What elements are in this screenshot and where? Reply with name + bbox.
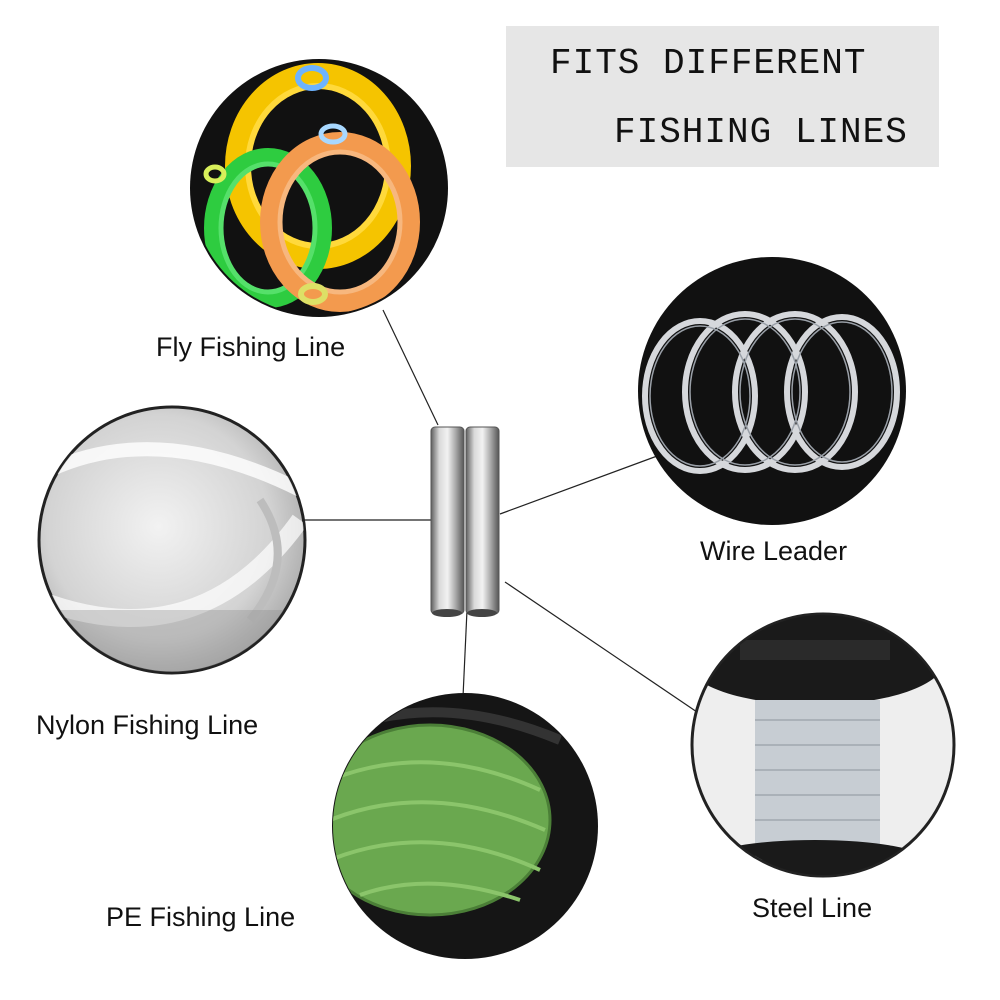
tube-left [430, 426, 465, 615]
label-wire-leader: Wire Leader [700, 536, 848, 566]
tube-right [465, 426, 500, 615]
title-line-2: FISHING LINES [614, 112, 908, 153]
nylon-fishing-line-image [37, 405, 307, 675]
label-nylon-fishing-line: Nylon Fishing Line [36, 710, 259, 740]
title-banner: FITS DIFFERENT FISHING LINES [506, 26, 939, 167]
connector-pe [462, 609, 468, 698]
label-steel-line: Steel Line [752, 893, 873, 923]
connector-steel [504, 581, 698, 713]
wire-leader-image [638, 257, 906, 525]
connector-wire [499, 451, 669, 515]
label-pe-fishing-line: PE Fishing Line [106, 902, 296, 932]
connector-lines [303, 309, 698, 713]
fly-fishing-line-image [190, 59, 448, 317]
label-fly-fishing-line: Fly Fishing Line [156, 332, 346, 362]
connector-fly [382, 309, 439, 426]
pe-fishing-line-image [332, 693, 598, 959]
title-line-1: FITS DIFFERENT [550, 43, 867, 84]
sleeve-tubes [430, 426, 500, 617]
steel-line-image [690, 612, 956, 878]
